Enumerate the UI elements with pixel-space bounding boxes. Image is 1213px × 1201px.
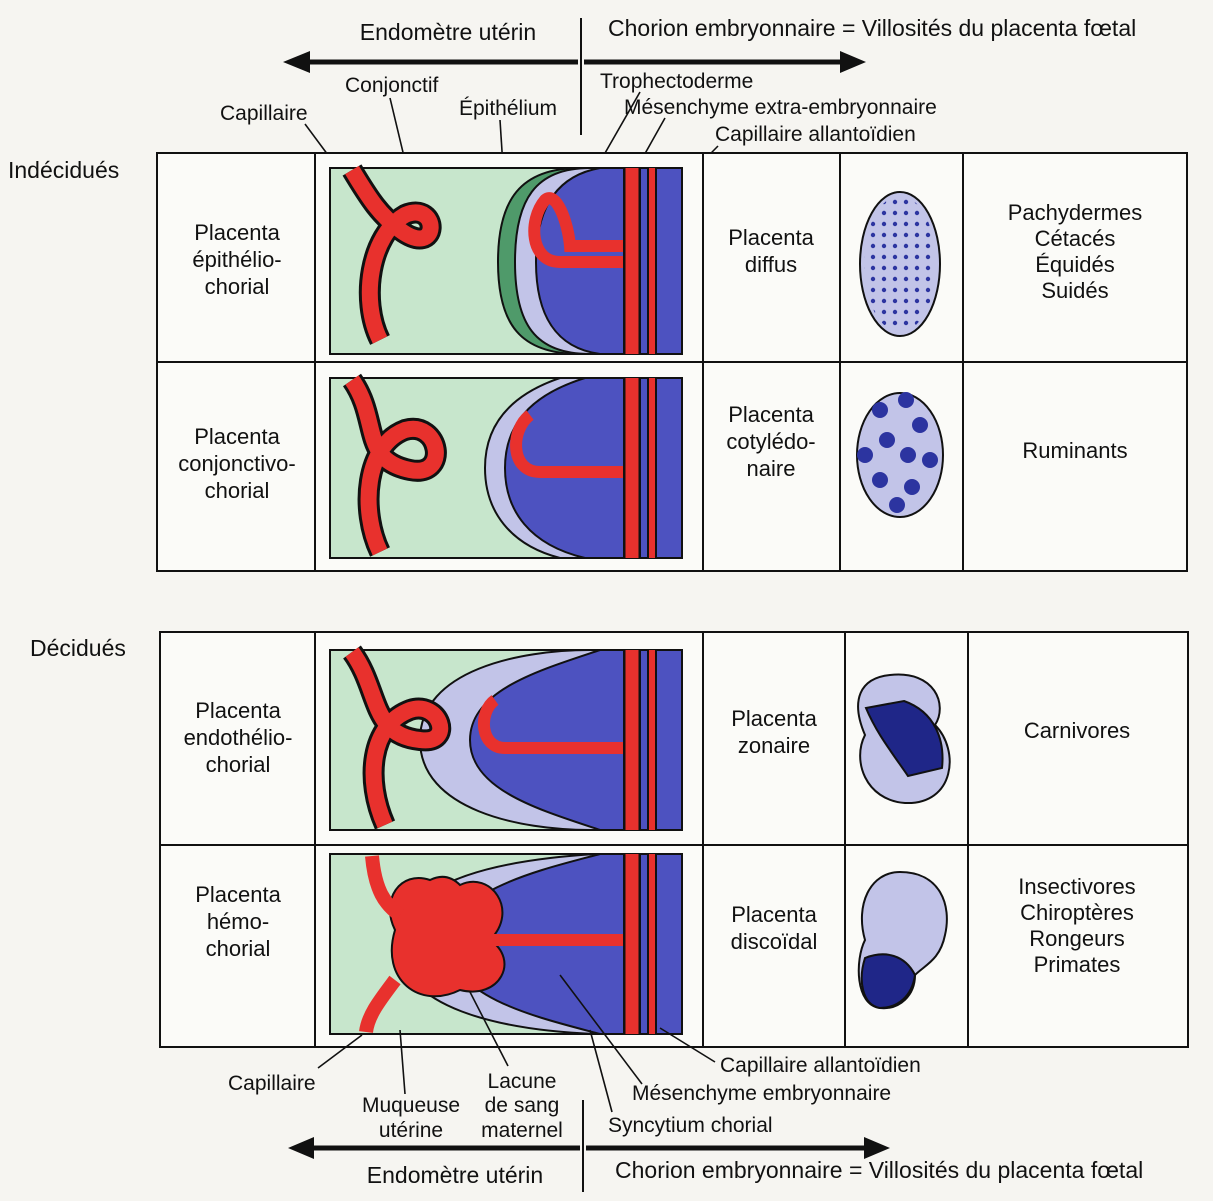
callout-capillaire-allantoidien-bottom: Capillaire allantoïdien [720, 1054, 921, 1077]
drawing-conjonctivochorial [330, 378, 682, 558]
footer-arrow-right-icon [864, 1137, 890, 1159]
row1-animal-3: Équidés [1035, 252, 1115, 277]
footer-right-label: Chorion embryonnaire = Villosités du pla… [615, 1157, 1143, 1183]
callout-mesenchyme-embryonnaire: Mésenchyme embryonnaire [632, 1082, 891, 1105]
footer-left-label: Endomètre utérin [367, 1162, 543, 1188]
row4-animal-2: Chiroptères [1020, 900, 1134, 925]
row2-shape-3: naire [747, 456, 796, 481]
callout-trophectoderme: Trophectoderme [600, 70, 753, 93]
callout-capillaire: Capillaire [220, 102, 308, 125]
row3-shape-1: Placenta [731, 706, 817, 731]
row1-animal-2: Cétacés [1035, 226, 1116, 251]
callout-lacune-2: de sang [485, 1094, 560, 1117]
callout-lacune-1: Lacune [488, 1070, 557, 1093]
header-right-label: Chorion embryonnaire = Villosités du pla… [608, 15, 1136, 41]
row1-animal-4: Suidés [1041, 278, 1108, 303]
footer-arrow-left-icon [288, 1137, 314, 1159]
row4-animal-1: Insectivores [1018, 874, 1135, 899]
callout-mesenchyme: Mésenchyme extra-embryonnaire [624, 96, 937, 119]
row3-name-3: chorial [206, 752, 271, 777]
group-indecidues: Indécidués [8, 157, 119, 183]
drawing-epitheliochorial [330, 168, 682, 354]
row4-name-1: Placenta [195, 882, 281, 907]
row1-name-2: épithélio- [192, 247, 281, 272]
row2-name-3: chorial [205, 478, 270, 503]
row3-animal-1: Carnivores [1024, 718, 1130, 743]
row4-name-3: chorial [206, 936, 271, 961]
row2-name-1: Placenta [194, 424, 280, 449]
shape-cotyledonaire [857, 392, 943, 517]
row3-shape-2: zonaire [738, 733, 810, 758]
callout-capillaire-allantoidien: Capillaire allantoïdien [715, 123, 916, 146]
callout-syncytium-chorial: Syncytium chorial [608, 1114, 773, 1137]
row3-name-1: Placenta [195, 698, 281, 723]
row4-name-2: hémo- [207, 909, 269, 934]
drawing-endotheliochorial [330, 650, 682, 830]
drawing-hemochorial [330, 854, 682, 1034]
callout-conjonctif: Conjonctif [345, 74, 439, 97]
row1-shape-1: Placenta [728, 225, 814, 250]
header-left-label: Endomètre utérin [360, 19, 536, 45]
row2-shape-1: Placenta [728, 402, 814, 427]
row1-animal-1: Pachydermes [1008, 200, 1143, 225]
shape-zonaire [858, 675, 950, 804]
row2-animal-1: Ruminants [1022, 438, 1127, 463]
callout-muqueuse-2: utérine [379, 1119, 443, 1142]
shape-diffus [860, 192, 940, 336]
callout-capillaire-bottom: Capillaire [228, 1072, 316, 1095]
callout-epithelium: Épithélium [459, 97, 557, 120]
row2-name-2: conjonctivo- [178, 451, 295, 476]
callout-muqueuse-1: Muqueuse [362, 1094, 460, 1117]
row3-name-2: endothélio- [184, 725, 293, 750]
row4-shape-2: discoïdal [731, 929, 818, 954]
row4-animal-4: Primates [1034, 952, 1121, 977]
callout-lacune-3: maternel [481, 1119, 563, 1142]
row2-shape-2: cotylédo- [726, 429, 815, 454]
row1-name-3: chorial [205, 274, 270, 299]
arrow-left-icon [283, 51, 310, 73]
row4-animal-3: Rongeurs [1029, 926, 1124, 951]
row4-shape-1: Placenta [731, 902, 817, 927]
row1-name-1: Placenta [194, 220, 280, 245]
group-decidues: Décidués [30, 635, 126, 661]
row1-shape-2: diffus [745, 252, 797, 277]
arrow-right-icon [840, 51, 866, 73]
